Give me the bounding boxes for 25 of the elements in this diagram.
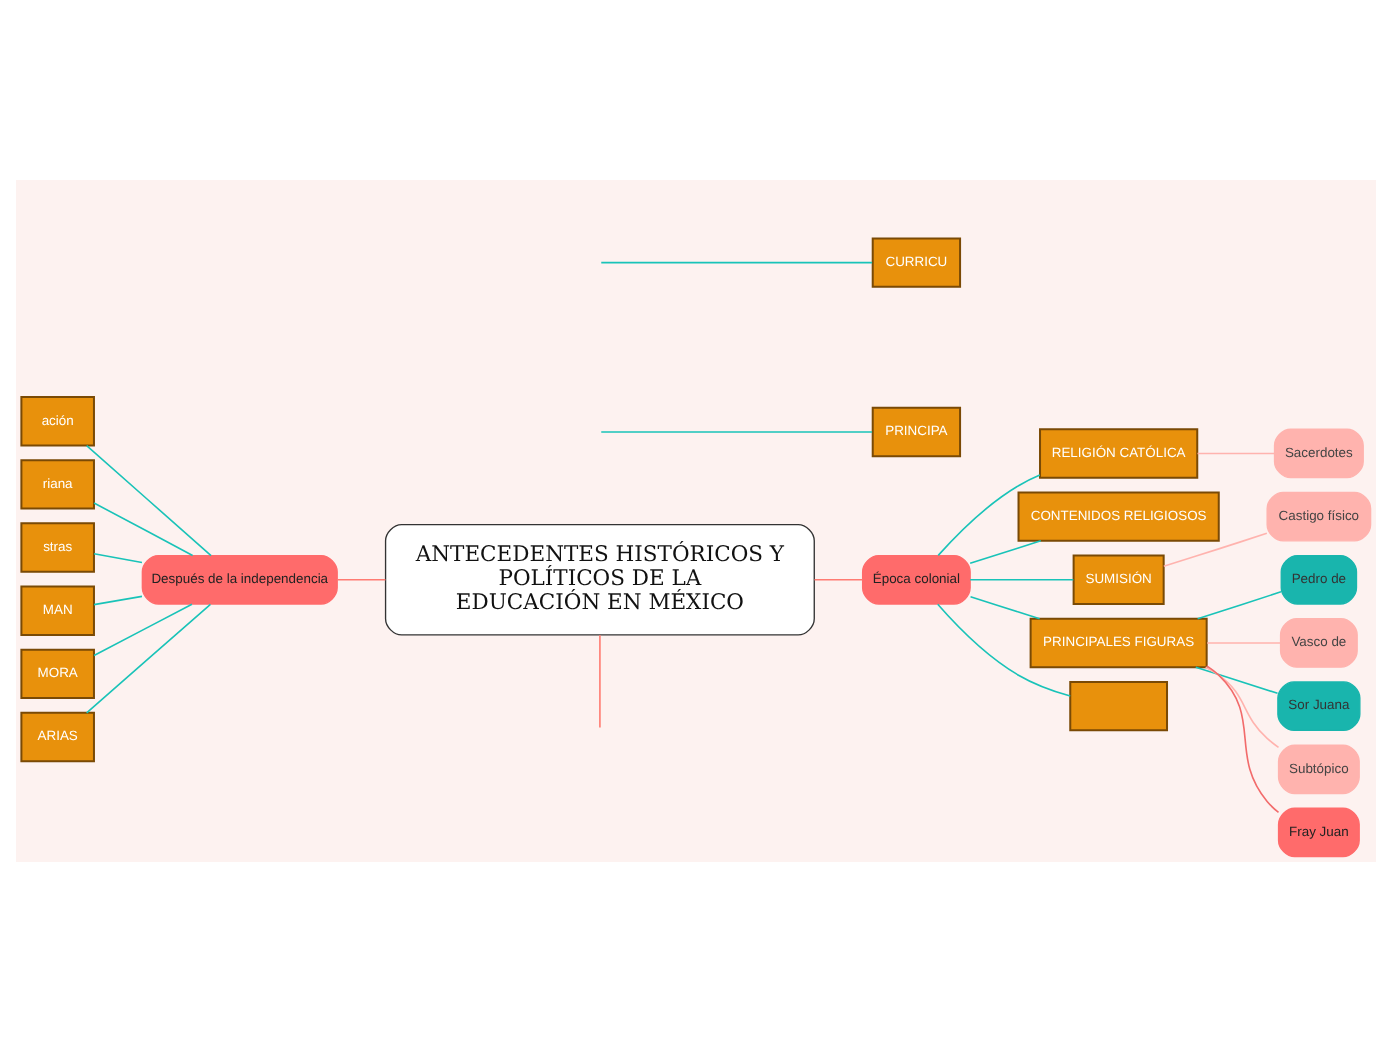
connector: [1205, 664, 1280, 813]
connector: [969, 578, 1075, 580]
connector: [1204, 665, 1280, 748]
connector: [937, 473, 1041, 556]
connector: [1195, 665, 1279, 694]
connector: [969, 594, 1041, 619]
connector: [85, 443, 212, 556]
connector: [336, 578, 387, 580]
connector: [93, 501, 194, 556]
connector: [93, 602, 193, 656]
connector: [936, 602, 1072, 696]
node-box: [1069, 679, 1169, 731]
connector: [93, 552, 143, 563]
connector: [600, 260, 873, 263]
connector: [1196, 590, 1282, 619]
connector: [1196, 451, 1276, 454]
connector: [93, 594, 143, 605]
connector: [1162, 531, 1268, 567]
connector: [1206, 641, 1282, 643]
connector: [600, 430, 873, 432]
connector: [969, 539, 1042, 563]
connector: [599, 633, 601, 728]
connector: [813, 578, 864, 580]
connector: [85, 602, 212, 713]
node-box: ANTECEDENTES HISTÓRICOS Y POLÍTICOS DE LA EDUCACIÓN EN MÉXICO: [384, 523, 815, 635]
